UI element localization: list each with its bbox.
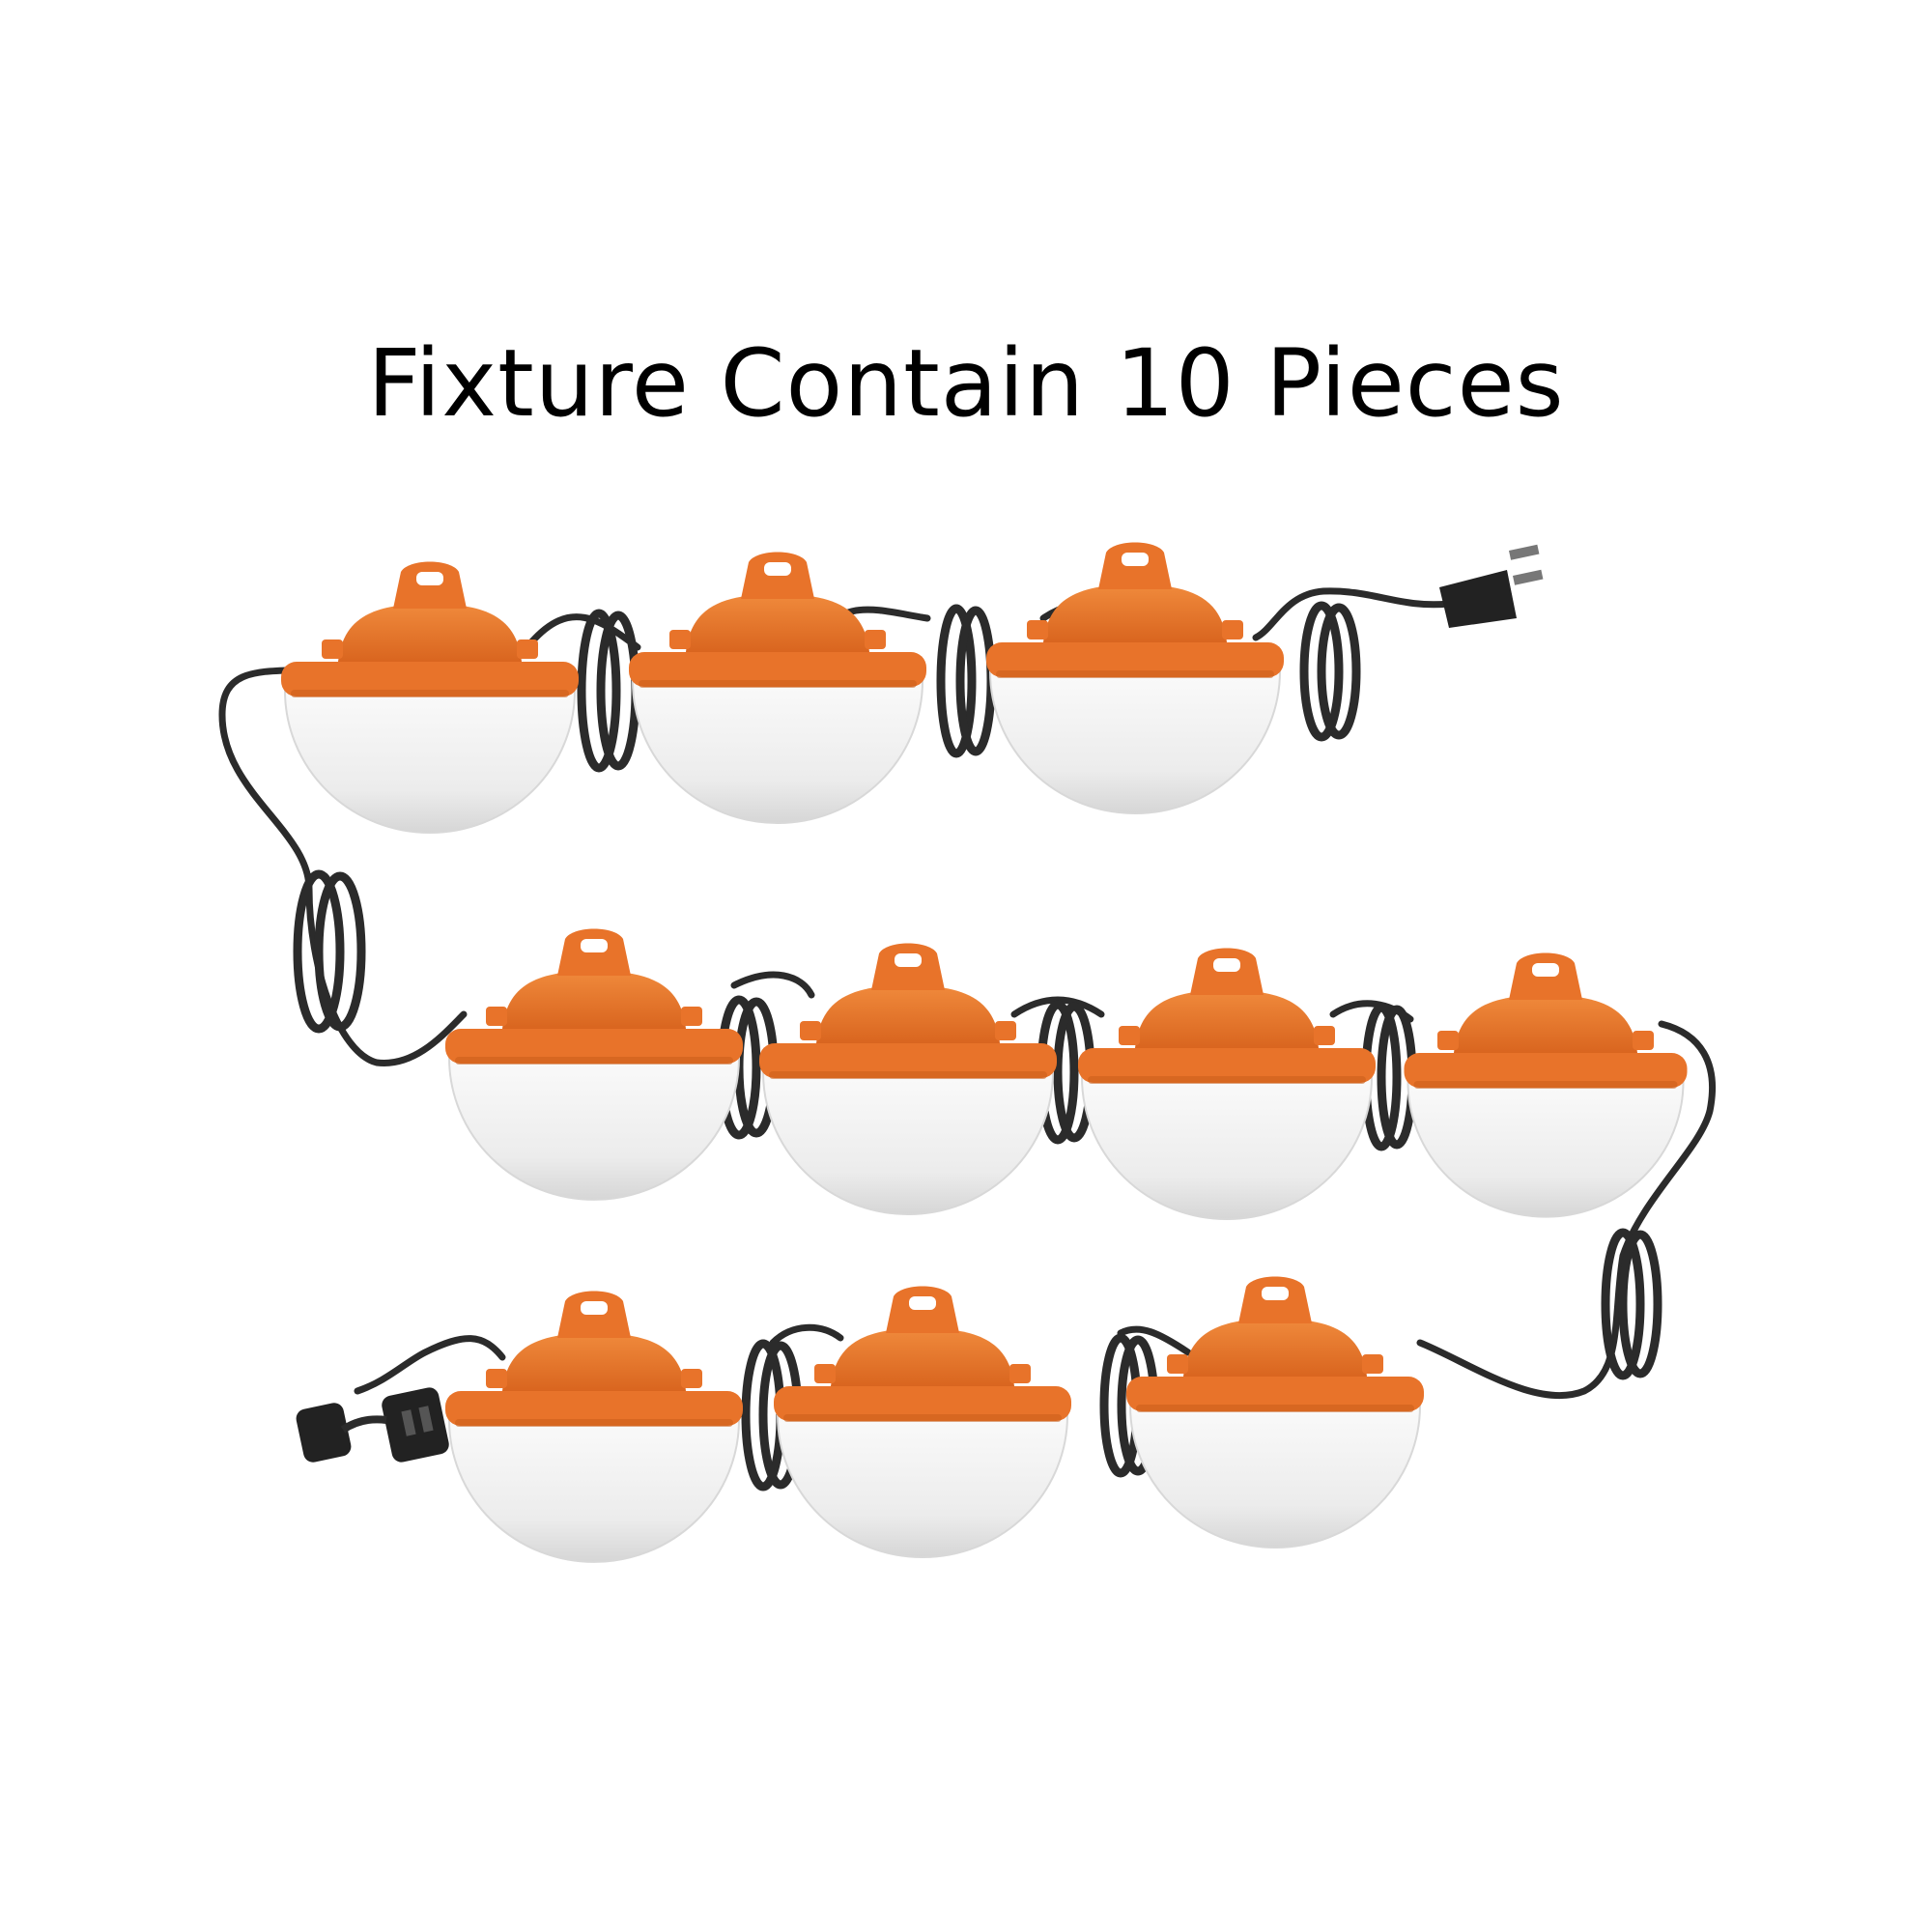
light-fixture: [629, 552, 926, 824]
end-connector-icon: [296, 1387, 449, 1463]
light-fixture: [1078, 948, 1376, 1220]
light-fixture: [281, 561, 579, 834]
light-fixture: [1126, 1276, 1424, 1548]
headline: Fixture Contain 10 Pieces: [367, 329, 1565, 438]
plug-icon: [1439, 544, 1544, 628]
light-fixture: [445, 928, 743, 1201]
light-fixture: [445, 1291, 743, 1563]
light-fixture: [1404, 952, 1688, 1218]
light-fixture: [759, 943, 1057, 1215]
light-fixture: [774, 1286, 1071, 1558]
light-fixture: [986, 542, 1284, 814]
